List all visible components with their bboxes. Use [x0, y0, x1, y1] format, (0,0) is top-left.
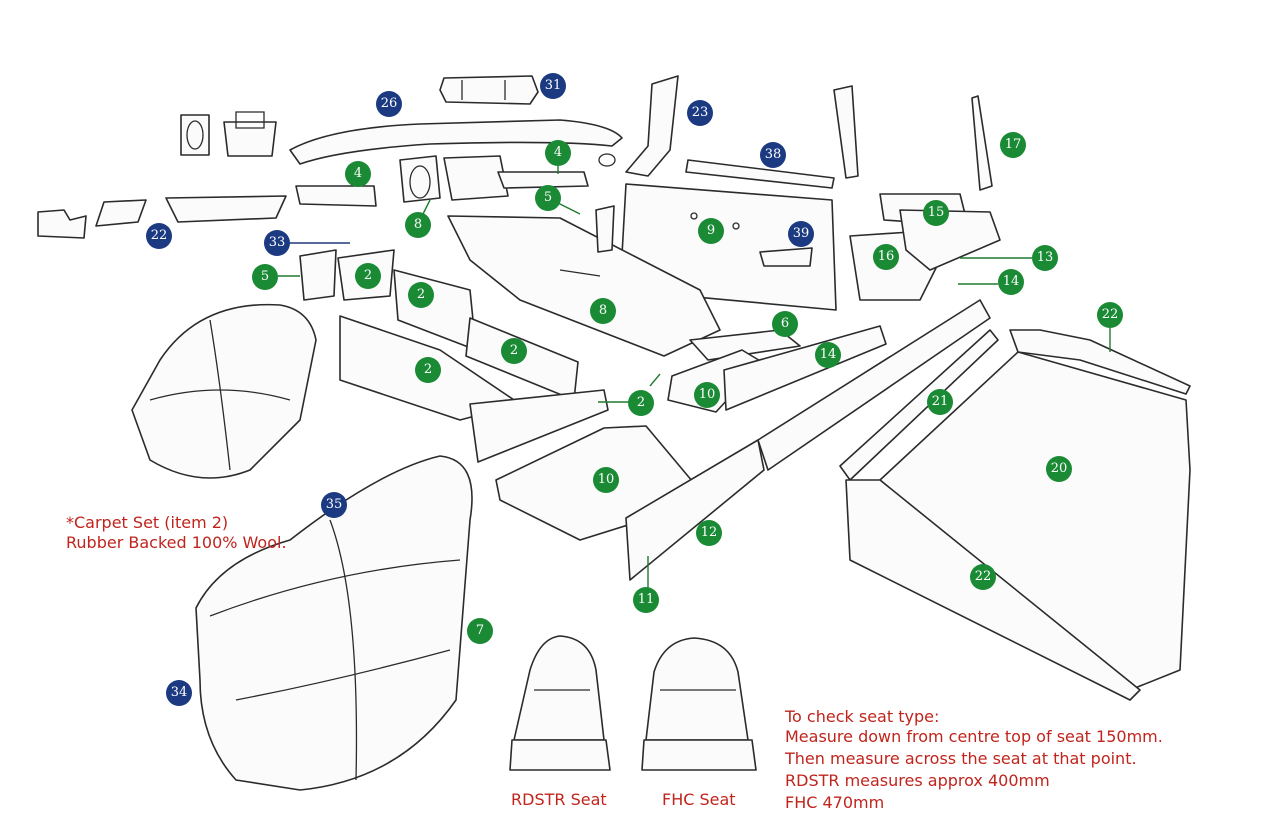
callout-8a: 8: [405, 212, 431, 238]
part-38-rear-shelf: [685, 159, 835, 189]
part-door-pillar: [833, 85, 859, 179]
rdstr-seat-caption: RDSTR Seat: [511, 790, 607, 809]
rdstr-seat-icon: [509, 635, 611, 771]
callout-10b: 10: [593, 467, 619, 493]
callout-5b: 5: [535, 185, 561, 211]
part-22-boot-side: [1009, 329, 1191, 395]
fhc-seat-caption: FHC Seat: [662, 790, 736, 809]
callout-7: 7: [467, 618, 493, 644]
callout-15: 15: [923, 200, 949, 226]
callout-26: 26: [376, 91, 402, 117]
callout-2b: 2: [408, 282, 434, 308]
callout-17: 17: [1000, 132, 1026, 158]
part-26-dash-roll: [289, 119, 623, 167]
part-17-strip: [971, 95, 993, 191]
callout-21: 21: [927, 389, 953, 415]
callout-6: 6: [772, 311, 798, 337]
callout-33: 33: [264, 230, 290, 256]
fhc-seat-icon: [641, 637, 757, 771]
callout-8b: 8: [590, 298, 616, 324]
callout-39: 39: [788, 221, 814, 247]
callout-10a: 10: [694, 382, 720, 408]
callout-2a: 2: [355, 263, 381, 289]
callout-13: 13: [1032, 245, 1058, 271]
part-4-heel-pad: [497, 171, 589, 189]
callout-20: 20: [1046, 456, 1072, 482]
callout-5a: 5: [252, 264, 278, 290]
part-22-boot-liner: [845, 479, 1141, 701]
callout-2d: 2: [415, 357, 441, 383]
part-5-kick-panel: [299, 205, 615, 301]
seat-check-line: FHC 470mm: [785, 793, 885, 812]
part-23-a-post-trim: [625, 75, 679, 177]
seat-check-line: To check seat type:: [785, 707, 940, 726]
callout-38: 38: [760, 142, 786, 168]
seat-check-line: Measure down from centre top of seat 150…: [785, 727, 1163, 746]
part-34-seat-large: [195, 455, 473, 791]
callout-9: 9: [698, 218, 724, 244]
callout-16: 16: [873, 244, 899, 270]
callout-31: 31: [540, 73, 566, 99]
callout-14a: 14: [998, 269, 1024, 295]
part-8-tunnel-front: [399, 155, 509, 203]
carpet-note-line2: Rubber Backed 100% Wool.: [66, 533, 287, 552]
part-12-sill-cover: [625, 299, 991, 581]
part-speaker-pods: [180, 111, 277, 157]
callout-23: 23: [687, 100, 713, 126]
callout-34: 34: [166, 680, 192, 706]
callout-22a: 22: [146, 223, 172, 249]
part-35-seat-small: [131, 303, 317, 479]
part-6-rear-carpet: [689, 329, 801, 361]
carpet-note-line1: *Carpet Set (item 2): [66, 513, 229, 532]
callout-12: 12: [696, 520, 722, 546]
seat-check-line: RDSTR measures approx 400mm: [785, 771, 1050, 790]
callout-4b: 4: [545, 140, 571, 166]
part-21-boot-trim: [839, 329, 999, 481]
callout-11: 11: [633, 587, 659, 613]
callout-4a: 4: [345, 161, 371, 187]
callout-35: 35: [321, 492, 347, 518]
seat-check-line: Then measure across the seat at that poi…: [785, 749, 1137, 768]
callout-22b: 22: [1097, 302, 1123, 328]
callout-22c: 22: [970, 564, 996, 590]
part-14-sill-trim: [723, 325, 887, 411]
part-22-floor-mats-left: [37, 185, 377, 239]
callout-2c: 2: [501, 338, 527, 364]
part-31-console-box: [439, 75, 539, 105]
callout-2e: 2: [628, 390, 654, 416]
callout-14b: 14: [815, 342, 841, 368]
